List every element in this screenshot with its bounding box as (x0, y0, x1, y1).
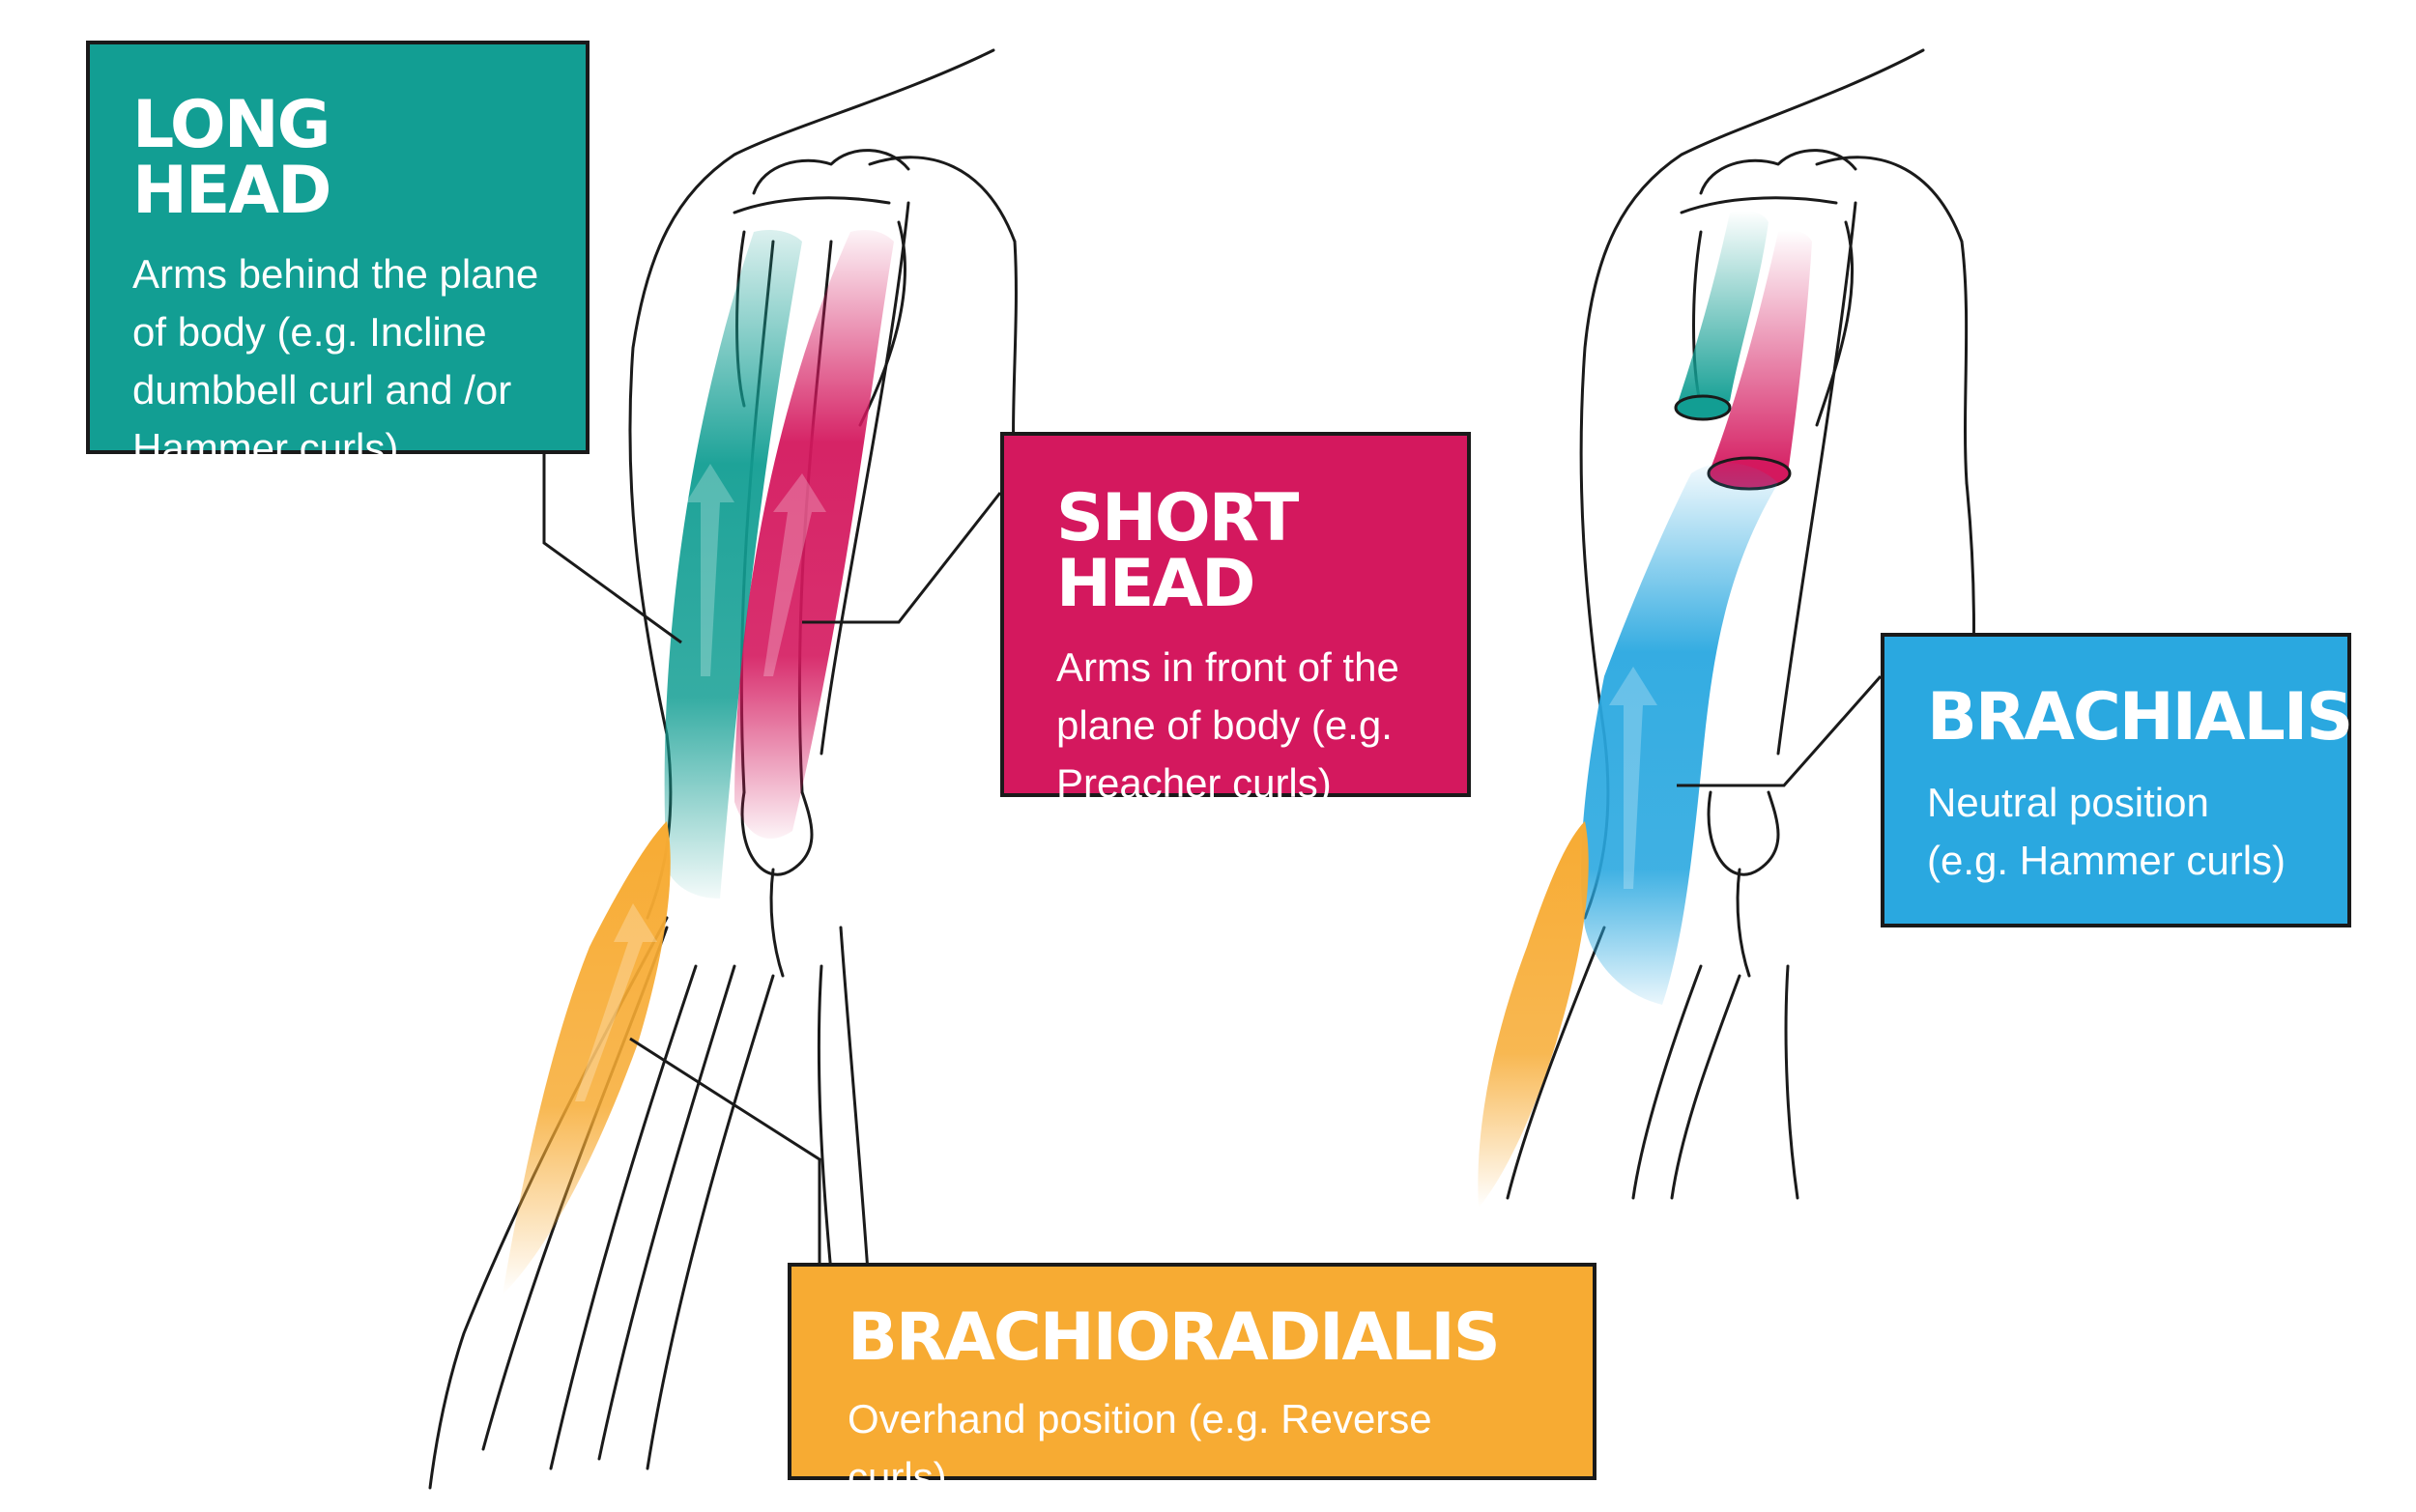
long-head-description: Arms behind the plane of body (e.g. Incl… (132, 251, 539, 471)
direction-arrows-right (1609, 667, 1657, 889)
leader-line-brachioradialis (629, 1037, 821, 1263)
long-head-tendon (1677, 211, 1769, 410)
long-head-title: LONG HEAD (132, 87, 331, 229)
brachioradialis-muscle (503, 821, 671, 1295)
brachioradialis-label-box: BRACHIORADIALIS Overhand position (e.g. … (788, 1263, 1596, 1499)
leader-line-brachialis (1677, 675, 1883, 787)
brachialis-muscle (1581, 463, 1778, 1006)
leader-line-short-head (802, 492, 1002, 624)
brachioradialis-description: Overhand position (e.g. Reverse curls) (848, 1396, 1432, 1499)
long-head-label-box: LONG HEAD Arms behind the plane of body … (86, 41, 590, 471)
brachialis-title: BRACHIALIS (1927, 679, 2353, 756)
brachioradialis-muscle-right (1478, 821, 1589, 1208)
right-arm-outline (1506, 48, 1975, 1200)
long-head-muscle (664, 230, 802, 899)
leader-line-long-head (542, 454, 682, 644)
direction-arrows-left (575, 464, 826, 1101)
brachioradialis-title: BRACHIORADIALIS (848, 1299, 1501, 1376)
short-head-tendon (1711, 230, 1812, 480)
long-head-tendon-cut (1674, 394, 1732, 421)
short-head-description: Arms in front of the plane of body (e.g.… (1056, 644, 1399, 806)
short-head-title: SHORT HEAD (1056, 480, 1299, 622)
short-head-muscle (734, 230, 894, 840)
leader-lines (542, 454, 1883, 1263)
brachialis-label-box: BRACHIALIS Neutral position (e.g. Hammer… (1881, 633, 2353, 927)
short-head-label-box: SHORT HEAD Arms in front of the plane of… (1000, 432, 1471, 806)
brachialis-description: Neutral position (e.g. Hammer curls) (1927, 780, 2287, 883)
